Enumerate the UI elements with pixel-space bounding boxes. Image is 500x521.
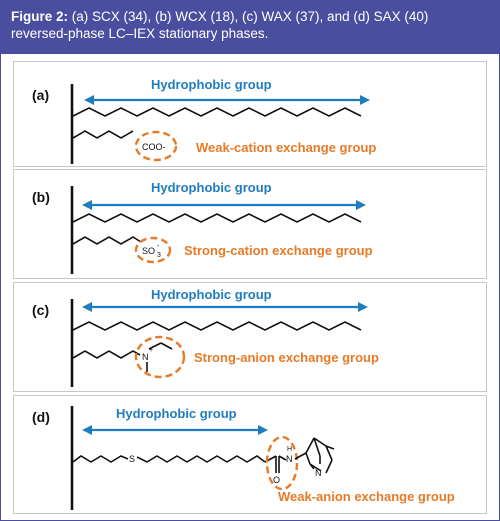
panel-b-sulfonate-subscript: 3	[157, 252, 161, 259]
panel-d-hydrophobic-label: Hydrophobic group	[116, 406, 237, 421]
panel-d-letter: (d)	[32, 409, 50, 425]
panel-c-linker-chain	[72, 350, 141, 359]
panel-c-group-label: Strong-anion exchange group	[194, 350, 379, 365]
panel-b-linker-chain	[72, 236, 142, 245]
panel-c-hydrophobic-arrow	[82, 302, 368, 312]
panel-c-hydrophobic-label: Hydrophobic group	[151, 287, 272, 302]
panel-a-linker-chain	[72, 130, 134, 139]
panel-c-exchange-circle	[134, 335, 186, 379]
panel-d-amide-bond	[278, 455, 287, 461]
panel-d: (d) Hydrophobic group S O H N	[13, 395, 487, 514]
panel-d-ring-n-label: N	[315, 468, 322, 478]
panel-c-ethyl-bond-2	[160, 342, 173, 350]
panel-b-letter: (b)	[32, 189, 50, 205]
figure-caption-line2: reversed-phase LC–IEX stationary phases.	[11, 26, 269, 41]
panel-c: (c) Hydrophobic group N + Strong-anion e…	[13, 282, 487, 392]
panel-d-chain-right	[136, 455, 266, 463]
panel-a-diagram: (a) Hydrophobic group COO- Weak-cation e…	[32, 77, 376, 164]
panel-d-diagram: (d) Hydrophobic group S O H N	[32, 406, 455, 510]
panel-a-group-label: Weak-cation exchange group	[196, 140, 376, 155]
panel-c-diagram: (c) Hydrophobic group N + Strong-anion e…	[32, 287, 379, 387]
panel-c-ammonium-label: N	[142, 352, 149, 362]
panel-b-sulfonate-label: SO	[142, 246, 155, 256]
panel-a-hydrophobic-arrow	[84, 95, 370, 105]
panel-b-alkyl-chain	[72, 213, 362, 223]
panel-d-exchange-circle	[265, 435, 299, 491]
figure-label: Figure 2:	[11, 9, 69, 24]
panel-a-hydrophobic-label: Hydrophobic group	[151, 77, 272, 92]
figure-header: Figure 2: (a) SCX (34), (b) WCX (18), (c…	[1, 1, 499, 54]
panel-b-group-label: Strong-cation exchange group	[184, 243, 373, 258]
panel-c-ammonium-charge: +	[149, 347, 153, 354]
panel-a-letter: (a)	[32, 87, 49, 103]
panel-c-letter: (c)	[32, 302, 49, 318]
panel-d-quinuclidine-ring	[294, 437, 335, 474]
panel-d-amide-n-label: N	[286, 454, 293, 464]
panel-a: (a) Hydrophobic group COO- Weak-cation e…	[13, 61, 487, 167]
panel-d-thioether-label: S	[129, 454, 135, 464]
figure-caption-line1: (a) SCX (34), (b) WCX (18), (c) WAX (37)…	[71, 9, 429, 24]
panel-c-ethyl-bond-1	[148, 342, 162, 350]
panel-a-exchange-circle	[134, 130, 178, 162]
panel-a-alkyl-chain	[72, 107, 362, 117]
panel-d-amide-h-label: H	[287, 446, 292, 453]
panel-b-hydrophobic-arrow	[82, 200, 366, 210]
panel-b-diagram: (b) Hydrophobic group SO 3 - Strong-cati…	[32, 180, 373, 274]
panel-b-sulfonate-superscript: -	[157, 243, 160, 250]
panel-d-hydrophobic-arrow	[82, 425, 268, 435]
panel-d-group-label: Weak-anion exchange group	[278, 489, 455, 504]
panel-c-alkyl-chain	[72, 321, 362, 331]
panel-b-hydrophobic-label: Hydrophobic group	[151, 180, 272, 195]
panel-a-carboxyl-label: COO-	[142, 142, 166, 152]
panel-b-exchange-circle	[134, 236, 172, 264]
panel-b: (b) Hydrophobic group SO 3 - Strong-cati…	[13, 169, 487, 279]
panel-d-carbonyl-o-label: O	[273, 475, 280, 485]
panel-d-chain-left	[72, 455, 129, 463]
